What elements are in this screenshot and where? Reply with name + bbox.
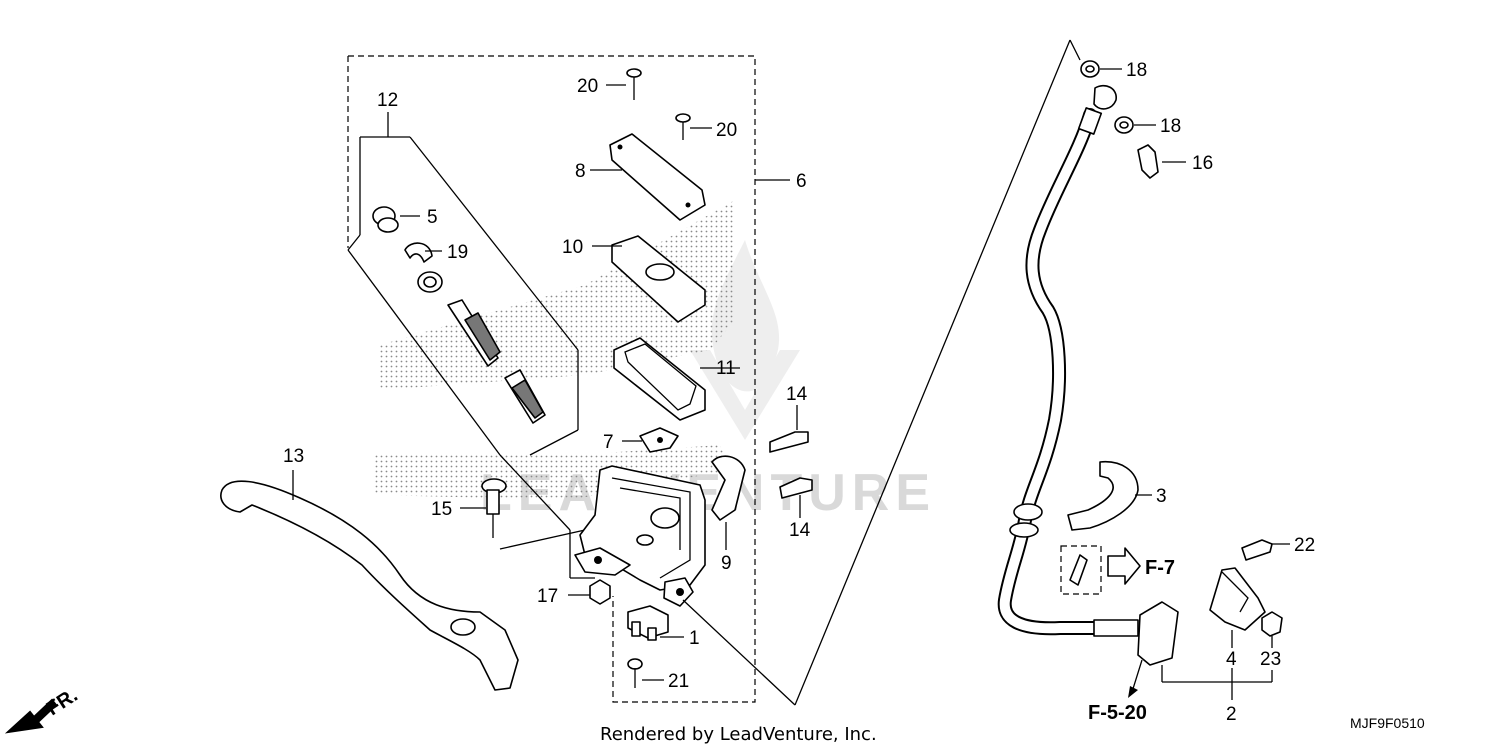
diagram-code: MJF9F0510 [1350,715,1425,731]
callout-17: 17 [537,586,558,607]
master-cylinder-body [574,465,706,607]
bolt-16 [1137,144,1186,179]
washer-18-middle [1114,116,1156,134]
brake-hose [997,84,1179,666]
callout-9: 9 [721,553,732,574]
callout-3: 3 [1156,486,1167,507]
callout-22: 22 [1294,535,1315,556]
bolt-23 [1261,611,1283,648]
callout-10: 10 [562,237,583,258]
holder-9 [711,455,746,550]
callout-19: 19 [447,242,468,263]
nut-17 [568,579,611,605]
screw-20-right [675,113,712,140]
callout-13: 13 [283,446,304,467]
callout-7: 7 [603,432,614,453]
hose-clamp-3 [1067,461,1152,531]
callout-14-lower: 14 [789,520,811,541]
callout-20-right: 20 [716,120,737,141]
callout-15: 15 [431,499,452,520]
callout-2: 2 [1226,704,1237,725]
pivot-bolt-15 [460,478,586,550]
assembly-bracket-2 [1161,665,1273,700]
washer-18-top [1080,60,1122,78]
assembly-boundary [348,55,756,703]
callout-18-top: 18 [1126,60,1147,81]
reservoir-cap-8 [590,133,706,221]
reference-f520-arrow [1128,659,1143,698]
screw-21 [627,658,664,688]
bolt-14-upper [769,405,809,453]
direction-arrow-icon [4,698,58,734]
callout-12: 12 [377,90,398,111]
reference-f520-label: F-5-20 [1088,702,1147,724]
callout-14-upper: 14 [786,384,808,405]
callout-labels: 20 20 8 6 12 5 19 10 11 14 14 7 13 15 9 … [283,60,1315,725]
reference-f7 [1060,545,1141,595]
brake-lever-13 [220,470,519,691]
direction-label: FR. [43,684,82,720]
callout-21: 21 [668,671,689,692]
piston-kit [372,206,546,424]
reference-f7-label: F-7 [1145,557,1175,579]
callout-16: 16 [1192,153,1213,174]
render-caption: Rendered by LeadVenture, Inc. [600,724,877,745]
callout-5: 5 [427,207,438,228]
callout-23: 23 [1260,649,1281,670]
bracket-4 [1209,567,1266,648]
brake-switch-1 [627,605,684,641]
diaphragm-11 [613,337,740,421]
callout-8: 8 [575,161,586,182]
callout-20-top: 20 [577,76,598,97]
callout-6: 6 [796,171,807,192]
kit-bracket [347,112,595,579]
bolt-14-lower [779,477,813,518]
screw-20-top [606,68,642,100]
clip-7 [622,427,679,453]
callout-18-middle: 18 [1160,116,1181,137]
bolt-22 [1241,539,1290,561]
diaphragm-plate-10 [592,235,706,323]
callout-1: 1 [689,628,700,649]
callout-11: 11 [716,358,736,379]
screen-background [375,200,735,500]
callout-4: 4 [1226,649,1237,670]
